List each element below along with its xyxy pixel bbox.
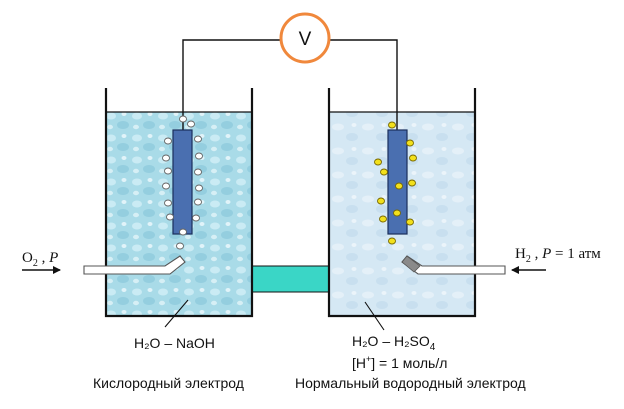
bubble <box>187 120 195 128</box>
bubble <box>179 115 187 123</box>
bubble <box>379 215 387 223</box>
wire-right <box>330 39 398 130</box>
bubble <box>408 179 416 187</box>
bubble <box>406 139 414 147</box>
bubble <box>164 199 172 207</box>
right-gas-subscript: 2 <box>526 254 531 265</box>
bubble <box>395 182 403 190</box>
right-pressure-value: = 1 атм <box>551 246 601 262</box>
left-caption: Кислородный электрод <box>93 375 244 391</box>
bubble <box>195 152 203 160</box>
bubble <box>192 214 200 222</box>
left-gas-formula: O <box>22 250 33 266</box>
bubble <box>377 197 385 205</box>
concentration-open: [H <box>352 355 366 371</box>
bubble <box>194 168 202 176</box>
right-gas-separator: , <box>531 246 542 262</box>
bubble <box>164 137 172 145</box>
oxygen-bubbles <box>162 115 203 250</box>
bubble <box>388 237 396 245</box>
right-solution-formula: H₂O – H₂SO <box>352 333 430 349</box>
right-solution-label: H₂O – H₂SO4 <box>352 333 436 353</box>
bubble <box>164 167 172 175</box>
left-solution-pointer <box>164 299 189 328</box>
left-gas-label: O2 , P <box>22 250 58 269</box>
right-beaker <box>327 88 477 318</box>
left-gas-subscript: 2 <box>33 258 38 269</box>
bubble <box>162 182 170 190</box>
bubble <box>374 158 382 166</box>
bubble <box>162 154 170 162</box>
right-electrode <box>387 129 408 235</box>
right-solution-subscript: 4 <box>430 342 436 353</box>
left-electrode <box>172 129 193 235</box>
bubble <box>380 168 388 176</box>
bubble <box>195 184 203 192</box>
concentration-sup: + <box>366 354 371 364</box>
bubble <box>166 213 174 221</box>
concentration-label: [H+] = 1 моль/л <box>352 354 447 371</box>
left-solution-label: H₂O – NaOH <box>134 335 215 351</box>
voltmeter <box>279 12 331 64</box>
left-beaker <box>104 88 254 318</box>
right-gas-label: H2 , P = 1 атм <box>515 246 601 265</box>
bubble <box>409 154 417 162</box>
right-caption: Нормальный водородный электрод <box>295 375 526 391</box>
bubble <box>388 121 396 129</box>
hydrogen-bubbles <box>374 121 417 245</box>
right-gas-formula: H <box>515 246 526 262</box>
concentration-rest: ] = 1 моль/л <box>371 355 447 371</box>
wire-left <box>182 39 280 130</box>
bubble <box>406 218 414 226</box>
bubble <box>179 228 187 236</box>
bubble <box>176 242 184 250</box>
left-pressure-symbol: P <box>48 250 58 266</box>
left-gas-tube <box>83 255 186 275</box>
bubble <box>194 135 202 143</box>
right-pressure-symbol: P <box>541 246 551 262</box>
left-gas-separator: , <box>38 250 49 266</box>
right-solution-pointer <box>364 301 385 331</box>
bubble <box>194 198 202 206</box>
voltmeter-label: V <box>299 29 312 50</box>
bubble <box>393 209 401 217</box>
salt-bridge <box>251 265 330 293</box>
